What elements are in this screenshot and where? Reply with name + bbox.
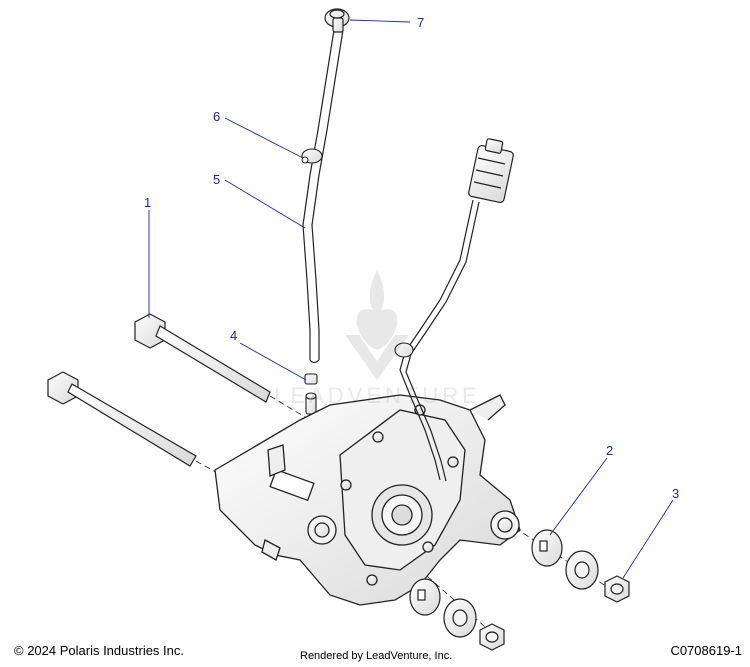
- leader-lines: [148, 19, 674, 579]
- bushing-set-lower: [409, 578, 505, 651]
- callout-6: 6: [213, 109, 220, 124]
- figure-id: C0708619-1: [670, 643, 742, 658]
- callout-3: 3: [672, 486, 679, 501]
- leader-3: [622, 499, 674, 579]
- callout-5: 5: [213, 172, 220, 187]
- rendered-by-text: Rendered by LeadVenture, Inc.: [300, 650, 453, 662]
- leadventure-watermark: LEADVENTURE: [245, 265, 510, 415]
- leader-7: [349, 19, 411, 23]
- leader-4: [239, 342, 307, 381]
- gearcase-housing: [214, 394, 521, 606]
- bushing-set-right: [531, 529, 630, 603]
- leader-2: [549, 457, 608, 536]
- leader-5: [224, 179, 306, 229]
- vent-hose: [302, 29, 344, 364]
- bolt-upper: [134, 313, 271, 403]
- sensor-connector: [468, 138, 514, 204]
- callout-2: 2: [606, 443, 613, 458]
- watermark-text: LEADVENTURE: [274, 383, 481, 408]
- speed-sensor-harness: [399, 199, 480, 482]
- breather-fitting: [304, 373, 318, 415]
- hose-clip: [301, 148, 323, 164]
- leader-6: [224, 117, 304, 159]
- hose-fitting: [324, 8, 350, 33]
- bolt-lower: [47, 371, 197, 467]
- flame-logo-icon: [345, 270, 409, 380]
- callout-1: 1: [144, 195, 151, 210]
- copyright-text: © 2024 Polaris Industries Inc.: [14, 643, 184, 658]
- callout-4: 4: [230, 328, 237, 343]
- harness-clip: [394, 342, 414, 358]
- callout-7: 7: [417, 15, 424, 30]
